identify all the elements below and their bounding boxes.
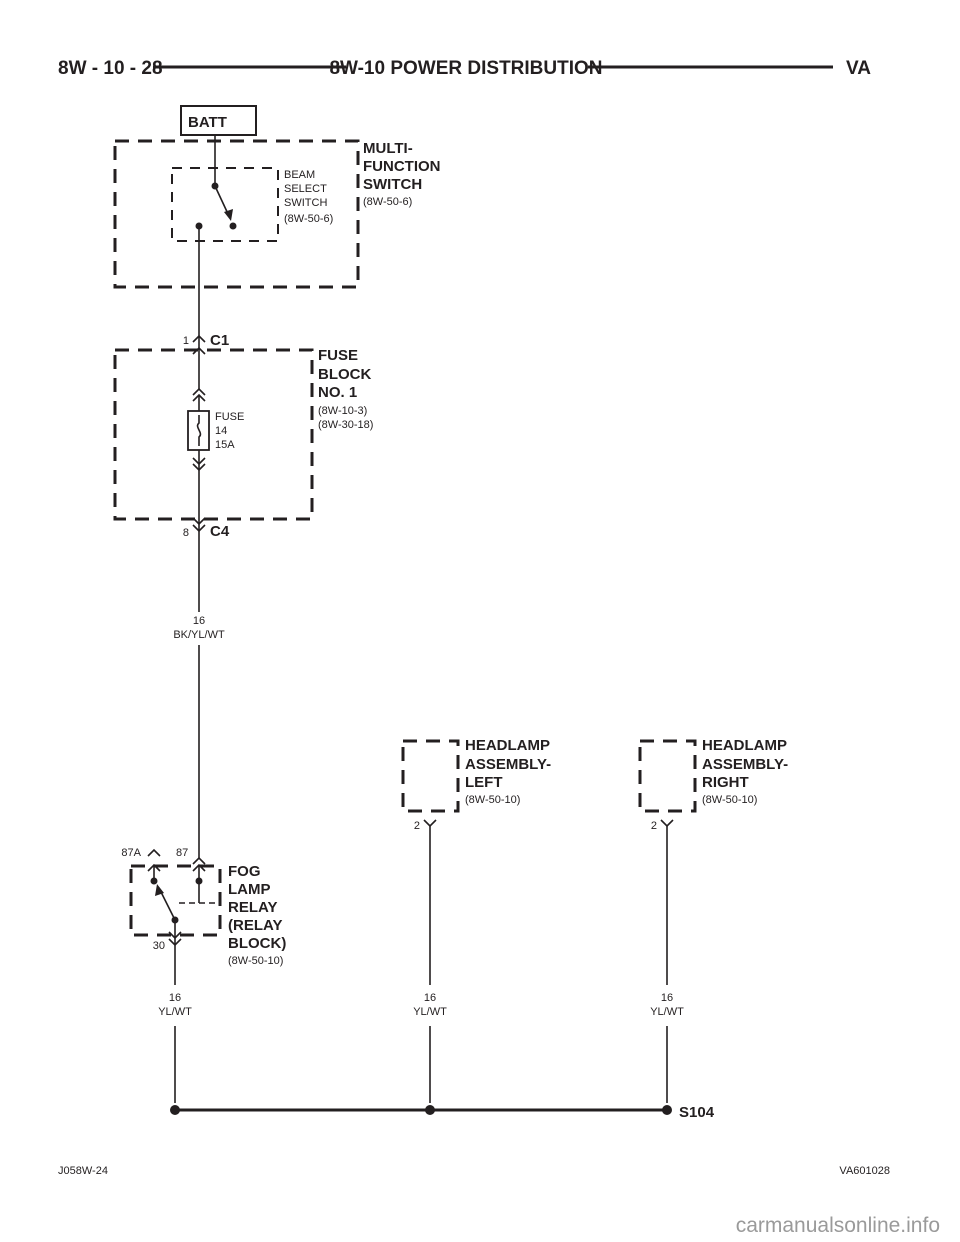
wire-main-color: BK/YL/WT bbox=[173, 629, 225, 641]
headlamp-right-name-3: RIGHT bbox=[702, 774, 749, 791]
footer-code-right: VA601028 bbox=[839, 1165, 890, 1177]
relay-pin-87-connector-icon bbox=[192, 856, 206, 865]
beam-select-ref: (8W-50-6) bbox=[284, 213, 333, 225]
multifunction-switch-name-1: MULTI- bbox=[363, 140, 413, 157]
fog-relay-name-2: LAMP bbox=[228, 881, 271, 898]
relay-87a-contact bbox=[150, 877, 158, 885]
fuse-block: FUSE BLOCK NO. 1 (8W-10-3) (8W-30-18) 1 … bbox=[113, 332, 373, 540]
wire-main-gauge: 16 bbox=[193, 615, 205, 627]
page-header: 8W - 10 - 28 8W-10 POWER DISTRIBUTION VA bbox=[58, 58, 871, 79]
c1-pin-number: 1 bbox=[183, 335, 189, 347]
fuse-block-name-1: FUSE bbox=[318, 347, 358, 364]
headlamp-assembly-left: HEADLAMP ASSEMBLY- LEFT (8W-50-10) 2 bbox=[401, 737, 551, 832]
fuse-element-icon bbox=[196, 415, 202, 446]
headlamp-left-connector-icon bbox=[423, 819, 437, 828]
splice-node-relay bbox=[170, 1105, 180, 1115]
headlamp-left-outline bbox=[401, 739, 460, 813]
beam-select-label-2: SELECT bbox=[284, 183, 327, 195]
watermark-text: carmanualsonline.info bbox=[736, 1214, 940, 1237]
relay-pin-87a: 87A bbox=[121, 847, 141, 859]
header-page-number: 8W - 10 - 28 bbox=[58, 58, 163, 79]
fog-relay-outline bbox=[129, 864, 222, 937]
multifunction-switch-ref: (8W-50-6) bbox=[363, 196, 412, 208]
c4-pin-number: 8 bbox=[183, 527, 189, 539]
fog-relay-ref: (8W-50-10) bbox=[228, 955, 283, 967]
headlamp-right-name-1: HEADLAMP bbox=[702, 737, 787, 754]
wire-relay-color: YL/WT bbox=[158, 1006, 192, 1018]
headlamp-left-name-1: HEADLAMP bbox=[465, 737, 550, 754]
beam-switch-contact-right bbox=[229, 222, 237, 230]
c1-connector-label: C1 bbox=[210, 332, 229, 349]
multifunction-switch-name-3: SWITCH bbox=[363, 176, 422, 193]
fog-relay-name-3: RELAY bbox=[228, 899, 277, 916]
fuse-label: FUSE bbox=[215, 411, 244, 423]
wire-relay-gauge: 16 bbox=[169, 992, 181, 1004]
beam-select-label-1: BEAM bbox=[284, 169, 315, 181]
fuse-bottom-terminal-icon bbox=[192, 457, 206, 466]
header-title: 8W-10 POWER DISTRIBUTION bbox=[329, 58, 602, 79]
headlamp-right-connector-icon bbox=[660, 819, 674, 828]
fuse-rating: 15A bbox=[215, 439, 235, 451]
fuse-block-name-3: NO. 1 bbox=[318, 384, 357, 401]
fuse-block-ref-2: (8W-30-18) bbox=[318, 419, 373, 431]
fog-relay-name-5: BLOCK) bbox=[228, 935, 286, 952]
headlamp-right-ref: (8W-50-10) bbox=[702, 794, 757, 806]
relay-30-terminal-icon bbox=[168, 931, 182, 940]
splice-s104: S104 bbox=[170, 1104, 715, 1121]
c4-connector-label: C4 bbox=[210, 523, 230, 540]
relay-pin-87a-connector-icon bbox=[147, 848, 161, 857]
wire-right-color: YL/WT bbox=[650, 1006, 684, 1018]
headlamp-left-ref: (8W-50-10) bbox=[465, 794, 520, 806]
splice-label: S104 bbox=[679, 1104, 715, 1121]
wire-right-gauge: 16 bbox=[661, 992, 673, 1004]
beam-select-label-3: SWITCH bbox=[284, 197, 327, 209]
multifunction-switch-name-2: FUNCTION bbox=[363, 158, 441, 175]
c4-terminal-icon bbox=[192, 517, 206, 526]
headlamp-right-name-2: ASSEMBLY- bbox=[702, 756, 788, 773]
headlamp-left-name-3: LEFT bbox=[465, 774, 503, 791]
c1-connector-icon bbox=[192, 334, 206, 343]
batt-source: BATT bbox=[180, 105, 257, 136]
footer-code-left: J058W-24 bbox=[58, 1165, 108, 1177]
beam-select-switch-outline bbox=[171, 167, 279, 242]
headlamp-right-pin: 2 bbox=[651, 820, 657, 832]
multifunction-switch: MULTI- FUNCTION SWITCH (8W-50-6) bbox=[113, 139, 441, 289]
header-model-code: VA bbox=[846, 58, 871, 79]
fog-relay-name-1: FOG bbox=[228, 863, 261, 880]
splice-node-right bbox=[662, 1105, 672, 1115]
fuse-top-terminal-icon bbox=[192, 387, 206, 396]
headlamp-assembly-right: HEADLAMP ASSEMBLY- RIGHT (8W-50-10) 2 bbox=[638, 737, 788, 832]
splice-node-left bbox=[425, 1105, 435, 1115]
fuse-block-ref-1: (8W-10-3) bbox=[318, 405, 367, 417]
fuse-block-name-2: BLOCK bbox=[318, 366, 371, 383]
beam-switch-blade bbox=[214, 185, 230, 217]
headlamp-right-outline bbox=[638, 739, 697, 813]
wire-left-gauge: 16 bbox=[424, 992, 436, 1004]
fog-relay-name-4: (RELAY bbox=[228, 917, 282, 934]
multifunction-switch-outline bbox=[113, 139, 360, 289]
relay-pin-87: 87 bbox=[176, 847, 188, 859]
fog-lamp-relay: FOG LAMP RELAY (RELAY BLOCK) (8W-50-10) … bbox=[121, 847, 286, 967]
batt-box bbox=[180, 105, 257, 136]
relay-pin-30: 30 bbox=[153, 940, 165, 952]
beam-select-switch: BEAM SELECT SWITCH (8W-50-6) bbox=[171, 167, 333, 242]
headlamp-left-name-2: ASSEMBLY- bbox=[465, 756, 551, 773]
wire-left-color: YL/WT bbox=[413, 1006, 447, 1018]
headlamp-left-pin: 2 bbox=[414, 820, 420, 832]
fuse-block-outline bbox=[113, 348, 314, 521]
beam-switch-arrow-icon bbox=[224, 209, 233, 221]
batt-label: BATT bbox=[188, 114, 227, 131]
fuse-number: 14 bbox=[215, 425, 227, 437]
relay-switch-arrow-icon bbox=[155, 884, 164, 896]
